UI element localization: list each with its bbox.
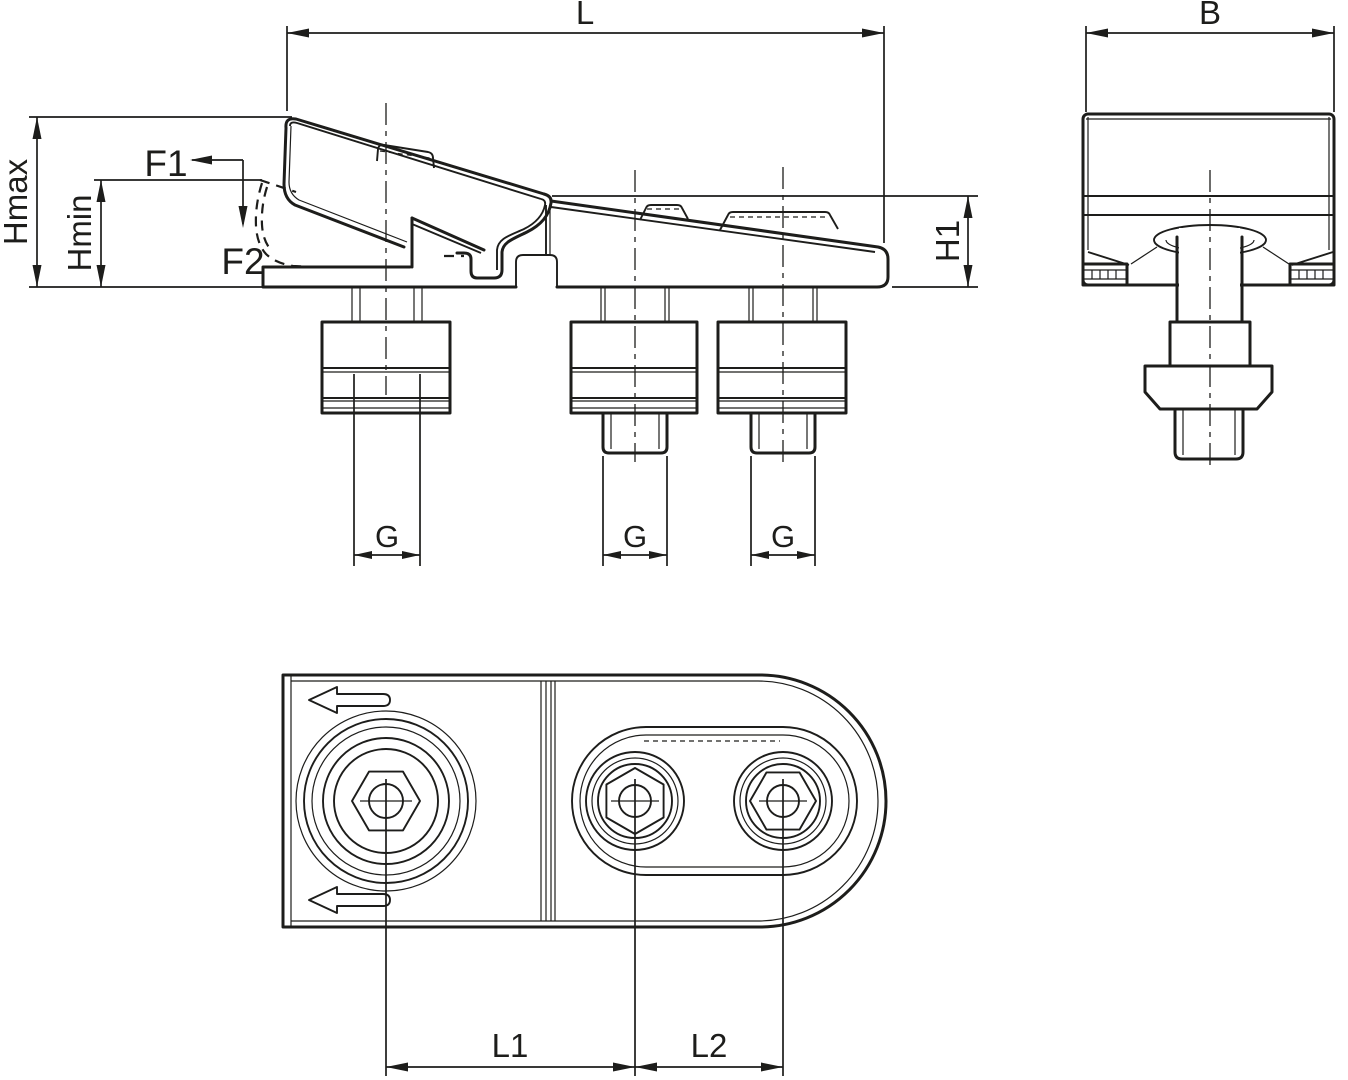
dim-label-Hmax: Hmax (0, 158, 34, 245)
dimension-H1: H1 (552, 195, 978, 288)
hex-socket-left (351, 770, 421, 832)
dim-label-B: B (1199, 0, 1221, 31)
hex-socket-right (749, 771, 817, 831)
dimension-L: L (286, 0, 885, 243)
serrated-pads (376, 143, 839, 231)
dim-label-H1: H1 (929, 220, 966, 262)
t-nut-3 (716, 287, 848, 455)
direction-arrows (308, 686, 391, 914)
dim-label-L2: L2 (691, 1027, 728, 1064)
dimension-G-1: G (353, 374, 421, 566)
dimension-Hmin: Hmin (61, 179, 262, 287)
plan-view: L1 L2 (281, 673, 888, 1076)
end-view-t-bolt (1143, 320, 1274, 461)
t-nut-2 (569, 287, 699, 455)
t-nut-1 (320, 287, 452, 415)
dimension-L1-L2: L1 L2 (385, 779, 784, 1076)
side-view: L Hmax Hmin F1 F2 (0, 0, 978, 566)
dim-label-G-2: G (623, 519, 647, 554)
arrow-left-bottom-icon (308, 886, 391, 914)
label-F2: F2 (221, 241, 264, 282)
end-view: B (1081, 0, 1336, 470)
clamp-jaw-raised (282, 117, 553, 280)
dimension-B: B (1085, 0, 1335, 112)
dim-label-Hmin: Hmin (61, 194, 98, 271)
arrow-left-top-icon (308, 686, 391, 714)
dimension-G-3: G (750, 456, 816, 566)
force-annotation-F1-F2: F1 F2 (144, 143, 264, 282)
dim-label-G-3: G (771, 519, 795, 554)
dim-label-G-1: G (375, 519, 399, 554)
dimension-Hmax: Hmax (0, 116, 292, 288)
dim-label-L1: L1 (492, 1027, 529, 1064)
jaw-lowered-dashed-outline (254, 178, 316, 269)
end-view-serrated-pads (1081, 262, 1336, 287)
label-F1: F1 (144, 143, 187, 184)
hex-socket-middle (605, 767, 665, 835)
clamp-body-base (261, 199, 890, 289)
dim-label-L: L (576, 0, 594, 31)
dimension-G-2: G (602, 456, 668, 566)
